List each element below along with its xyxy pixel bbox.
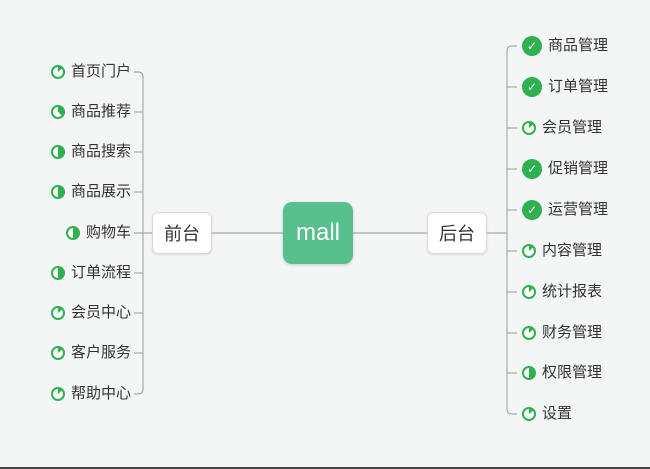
topic-item-help-center[interactable]: 帮助中心 (50, 384, 131, 404)
topic-label: 订单流程 (70, 264, 131, 281)
topic-item-order-flow[interactable]: 订单流程 (50, 263, 131, 283)
topic-label: 客户服务 (70, 344, 131, 361)
progress-pie-icon (50, 306, 65, 320)
topic-label: 促销管理 (548, 160, 609, 177)
progress-check-icon: ✓ (522, 36, 542, 56)
topic-label: 设置 (542, 405, 573, 422)
progress-pie-icon (522, 366, 536, 380)
topic-label: 权限管理 (542, 364, 603, 381)
topic-item-promotion-mgmt[interactable]: ✓ 促销管理 (522, 159, 608, 179)
backend-group-node[interactable]: 后台 (427, 212, 487, 254)
progress-pie-icon (50, 266, 65, 280)
progress-check-icon: ✓ (522, 77, 542, 97)
progress-pie-icon (522, 121, 536, 135)
topic-item-settings[interactable]: 设置 (522, 404, 572, 424)
topic-label: 统计报表 (542, 283, 603, 300)
topic-item-member-center[interactable]: 会员中心 (50, 303, 131, 323)
progress-pie-icon (50, 185, 65, 199)
progress-pie-icon (522, 326, 536, 340)
topic-item-content-mgmt[interactable]: 内容管理 (522, 241, 602, 261)
topic-label: 会员中心 (70, 304, 131, 321)
topic-label: 商品管理 (548, 37, 609, 54)
progress-pie-icon (50, 346, 65, 360)
progress-check-icon: ✓ (522, 159, 542, 179)
central-node-mall[interactable]: mall (283, 202, 353, 264)
topic-label: 运营管理 (548, 201, 609, 218)
progress-pie-icon (522, 407, 536, 421)
topic-item-product-display[interactable]: 商品展示 (50, 182, 131, 202)
topic-item-statistics-report[interactable]: 统计报表 (522, 282, 602, 302)
topic-label: 商品搜索 (70, 143, 131, 160)
topic-item-operation-mgmt[interactable]: ✓ 运营管理 (522, 200, 608, 220)
topic-label: 商品展示 (70, 183, 131, 200)
topic-item-product-search[interactable]: 商品搜索 (50, 142, 131, 162)
topic-item-customer-service[interactable]: 客户服务 (50, 343, 131, 363)
topic-label: 帮助中心 (70, 385, 131, 402)
topic-item-order-mgmt[interactable]: ✓ 订单管理 (522, 77, 608, 97)
progress-pie-icon (50, 387, 65, 401)
topic-item-finance-mgmt[interactable]: 财务管理 (522, 323, 602, 343)
topic-item-product-mgmt[interactable]: ✓ 商品管理 (522, 36, 608, 56)
topic-label: 订单管理 (548, 78, 609, 95)
frontend-group-node[interactable]: 前台 (152, 212, 212, 254)
topic-label: 内容管理 (542, 242, 603, 259)
topic-label: 首页门户 (70, 63, 131, 80)
topic-label: 商品推荐 (70, 103, 131, 120)
progress-pie-icon (522, 285, 536, 299)
window-bottom-edge (0, 467, 650, 469)
topic-item-homepage-portal[interactable]: 首页门户 (50, 62, 131, 82)
topic-label: 财务管理 (542, 324, 603, 341)
topic-item-permission-mgmt[interactable]: 权限管理 (522, 363, 602, 383)
progress-pie-icon (65, 226, 80, 240)
topic-label: 购物车 (85, 224, 131, 241)
topic-item-member-mgmt[interactable]: 会员管理 (522, 118, 602, 138)
topic-item-shopping-cart[interactable]: 购物车 (65, 223, 131, 243)
progress-pie-icon (50, 65, 65, 79)
topic-item-product-recommend[interactable]: 商品推荐 (50, 102, 131, 122)
progress-pie-icon (50, 105, 65, 119)
progress-pie-icon (50, 145, 65, 159)
progress-check-icon: ✓ (522, 200, 542, 220)
progress-pie-icon (522, 244, 536, 258)
topic-label: 会员管理 (542, 119, 603, 136)
